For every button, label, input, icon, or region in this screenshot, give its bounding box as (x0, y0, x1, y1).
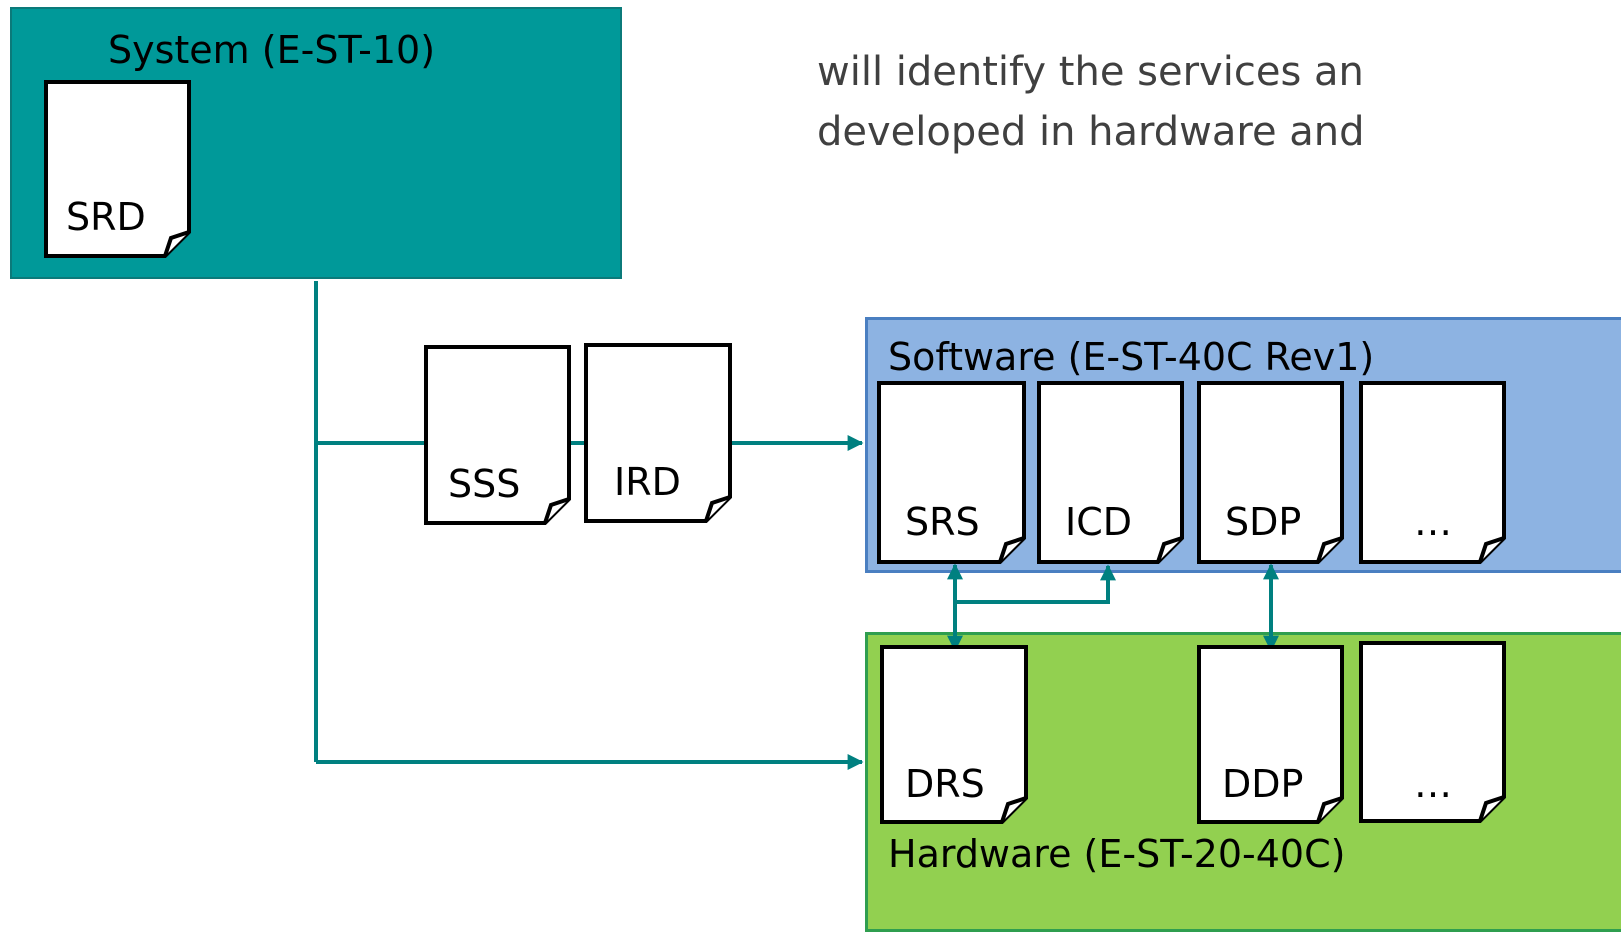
doc-label-hardware-more: … (1414, 762, 1452, 806)
doc-label-sss: SSS (448, 462, 520, 506)
document-drs: DRS (880, 645, 1028, 824)
doc-label-ird: IRD (614, 460, 681, 504)
intro-text: will identify the services an developed … (817, 0, 1365, 162)
document-software-more: … (1359, 381, 1506, 564)
software-title: Software (E-ST-40C Rev1) (888, 335, 1375, 379)
doc-label-drs: DRS (905, 762, 985, 806)
document-ddp: DDP (1197, 645, 1344, 824)
doc-label-srs: SRS (905, 500, 980, 544)
document-sss: SSS (424, 345, 571, 525)
doc-label-icd: ICD (1065, 500, 1132, 544)
doc-label-srd: SRD (66, 195, 146, 239)
doc-label-sdp: SDP (1225, 500, 1301, 544)
system-title: System (E-ST-10) (108, 28, 436, 72)
intro-line-2: developed in hardware and (817, 109, 1365, 155)
document-hardware-more: … (1359, 641, 1506, 823)
doc-label-software-more: … (1414, 500, 1452, 544)
hardware-title: Hardware (E-ST-20-40C) (888, 832, 1346, 876)
document-srd: SRD (44, 80, 191, 258)
document-icd: ICD (1037, 381, 1184, 564)
document-srs: SRS (877, 381, 1026, 564)
doc-label-ddp: DDP (1222, 762, 1303, 806)
document-sdp: SDP (1197, 381, 1344, 564)
document-ird: IRD (584, 343, 732, 523)
connector-drs-icd (955, 564, 1116, 604)
intro-line-1: will identify the services an (817, 49, 1364, 95)
